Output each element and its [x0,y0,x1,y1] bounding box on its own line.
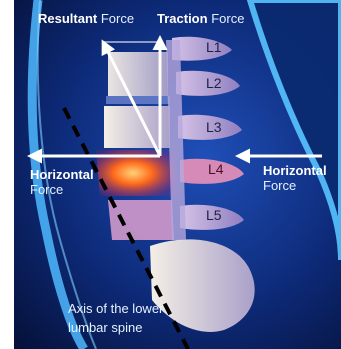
vertebra-label-l4: L4 [208,162,224,176]
horizontal-right-bold: Horizontal [263,164,327,177]
traction-label-bold: Traction [157,11,208,26]
left-white-strip [0,0,14,349]
horizontal-right-rest: Force [263,179,327,192]
axis-label-line2: lumbar spine [68,319,163,338]
resultant-force-label: Resultant Force [38,12,134,25]
traction-force-label: Traction Force [157,12,244,25]
body-l5 [108,200,174,240]
spine-axis-label: Axis of the lower lumbar spine [68,300,163,338]
horizontal-left-rest: Force [30,183,94,196]
resultant-label-bold: Resultant [38,11,97,26]
resultant-label-rest: Force [101,11,134,26]
vertebra-label-l2: L2 [206,76,222,90]
horizontal-force-right-label: Horizontal Force [263,164,327,192]
horizontal-left-bold: Horizontal [30,168,94,181]
vertebra-label-l1: L1 [206,40,222,54]
horizontal-force-left-label: Horizontal Force [30,168,94,196]
axis-label-line1: Axis of the lower [68,300,163,319]
traction-label-rest: Force [211,11,244,26]
vertebra-label-l3: L3 [206,120,222,134]
vertebra-label-l5: L5 [206,208,222,222]
